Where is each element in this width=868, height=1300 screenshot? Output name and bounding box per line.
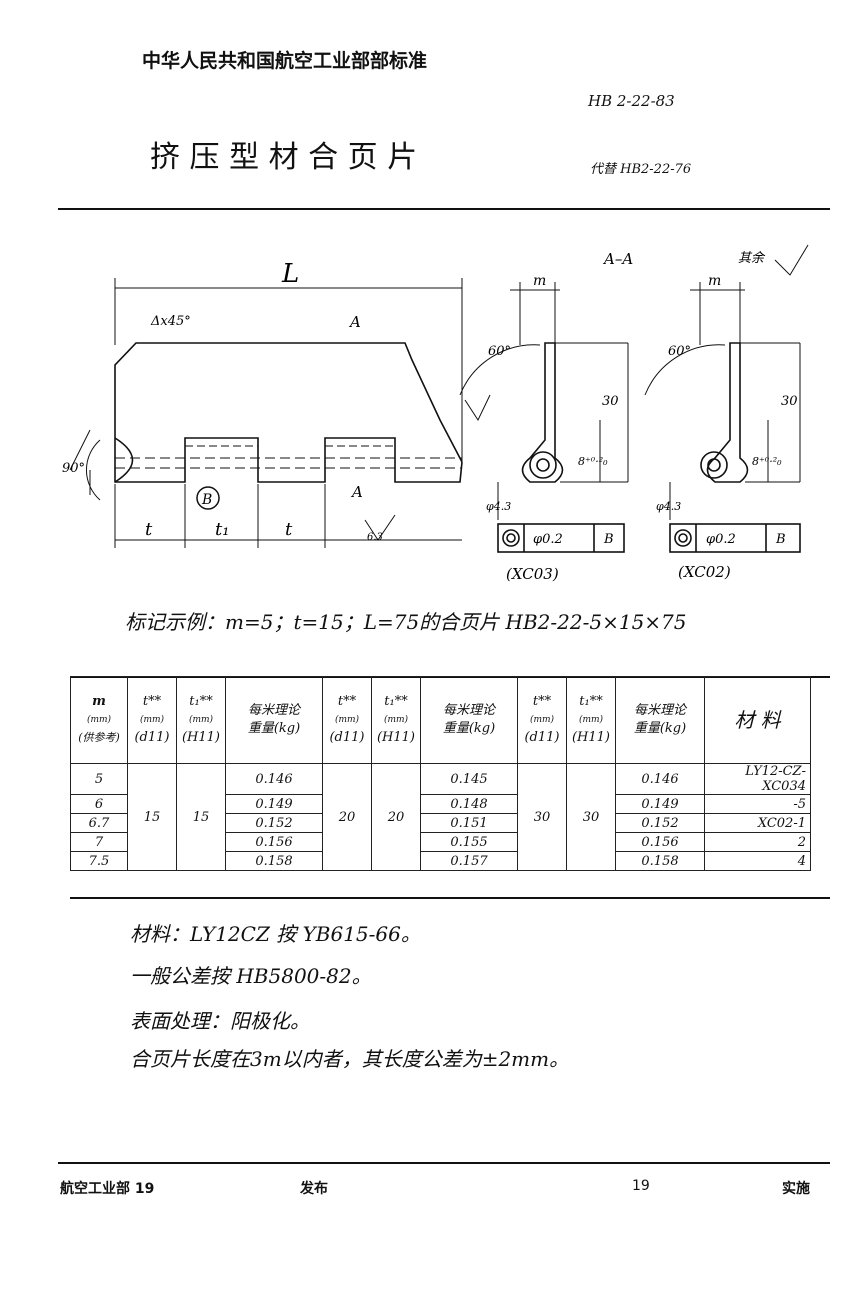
header-weight-1: 每米理论重量(kg) bbox=[225, 676, 323, 764]
dim-t-label-2: t bbox=[285, 519, 293, 540]
header-weight-2: 每米理论重量(kg) bbox=[420, 676, 518, 764]
dim-8-left: 8⁺⁰·²₀ bbox=[578, 455, 608, 468]
dim-phi43-right: φ4.3 bbox=[656, 500, 681, 513]
note-surface-treatment: 表面处理：阳极化。 bbox=[130, 1009, 310, 1033]
footer-rule bbox=[58, 1162, 830, 1164]
rest-roughness-label: 其余 bbox=[738, 250, 766, 266]
hinge-profile-drawing: L Δx45° A A 90° B t t₁ t 6.3 A–A m m 60°… bbox=[62, 244, 809, 583]
table-bottom-rule bbox=[70, 897, 830, 899]
dim-phi43-left: φ4.3 bbox=[486, 500, 511, 513]
section-code-xc03: (XC03) bbox=[506, 565, 559, 583]
header-weight-3: 每米理论重量(kg) bbox=[615, 676, 705, 764]
section-view-label: A–A bbox=[602, 250, 633, 268]
table-row: 6.7 0.152 0.151 0.152 XC02-1 bbox=[70, 813, 811, 833]
issuing-organization: 中华人民共和国航空工业部部标准 bbox=[142, 50, 428, 72]
dim-8-right: 8⁺⁰·²₀ bbox=[752, 455, 782, 468]
header-t-3: t**(mm)(d11) bbox=[517, 676, 567, 764]
roughness-value-1: 6.3 bbox=[367, 532, 383, 543]
footer-effective: 实施 bbox=[782, 1181, 810, 1197]
dim-t-label-1: t bbox=[145, 519, 153, 540]
marking-example: 标记示例：m=5；t=15；L=75的合页片 HB2-22-5×15×75 bbox=[125, 610, 687, 634]
dim-m-left: m bbox=[533, 273, 546, 289]
chamfer-label: Δx45° bbox=[150, 314, 191, 329]
angle-90-label: 90° bbox=[62, 461, 85, 476]
dim-m-right: m bbox=[708, 273, 721, 289]
footer-department: 航空工业部 19 bbox=[60, 1181, 155, 1197]
header-m: m (mm) (供参考) bbox=[70, 676, 128, 764]
dim-t1-label: t₁ bbox=[215, 519, 229, 540]
note-material: 材料：LY12CZ 按 YB615-66。 bbox=[130, 922, 421, 946]
header-material: 材 料 bbox=[704, 676, 811, 764]
replaces-standard: 代替 HB2-22-76 bbox=[590, 162, 692, 177]
dim-30-right: 30 bbox=[781, 394, 798, 409]
standard-number: HB 2-22-83 bbox=[588, 92, 675, 110]
note-general-tolerance: 一般公差按 HB5800-82。 bbox=[130, 964, 372, 988]
section-code-xc02: (XC02) bbox=[678, 563, 731, 581]
header-t-1: t**(mm)(d11) bbox=[127, 676, 177, 764]
section-mark-top: A bbox=[348, 313, 361, 331]
dim-30-left: 30 bbox=[602, 394, 619, 409]
table-row: 7.5 0.158 0.157 0.158 4 bbox=[70, 851, 811, 871]
tolerance-datum-left: B bbox=[603, 532, 614, 547]
table-row: 5 15 15 0.146 20 20 0.145 30 30 0.146 LY… bbox=[70, 763, 811, 871]
section-mark-bottom: A bbox=[350, 483, 363, 501]
angle-60-right: 60° bbox=[668, 344, 691, 359]
footer-issue: 发布 bbox=[300, 1181, 328, 1197]
footer-year: 19 bbox=[632, 1178, 650, 1194]
header-t1-3: t₁**(mm)(H11) bbox=[566, 676, 616, 764]
header-rule bbox=[58, 208, 830, 210]
document-title: 挤 压 型 材 合 页 片 bbox=[150, 140, 418, 175]
datum-B-label: B bbox=[201, 492, 212, 508]
dim-L-label: L bbox=[281, 259, 299, 289]
header-t1-1: t₁**(mm)(H11) bbox=[176, 676, 226, 764]
header-t1-2: t₁**(mm)(H11) bbox=[371, 676, 421, 764]
note-length-tolerance: 合页片长度在3m以内者，其长度公差为±2mm。 bbox=[130, 1047, 570, 1071]
header-t-2: t**(mm)(d11) bbox=[322, 676, 372, 764]
angle-60-left: 60° bbox=[488, 344, 511, 359]
tolerance-datum-right: B bbox=[775, 532, 786, 547]
hinge-spec-table: m (mm) (供参考) t**(mm)(d11) t₁**(mm)(H11) … bbox=[70, 676, 811, 871]
tolerance-value-right: φ0.2 bbox=[706, 532, 736, 547]
tolerance-value-left: φ0.2 bbox=[533, 532, 563, 547]
